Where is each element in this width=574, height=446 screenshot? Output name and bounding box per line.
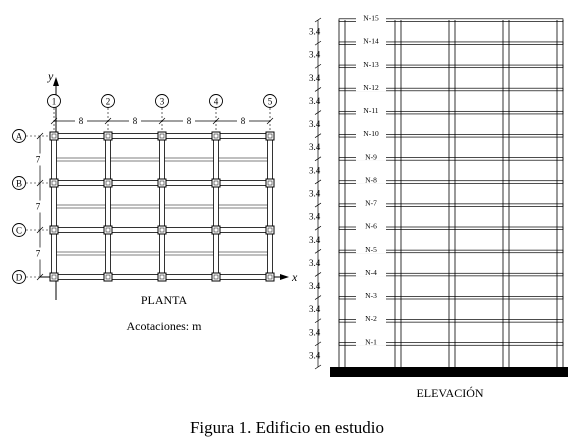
story-height-dimension: 3.4 (309, 96, 321, 106)
story-height-dimension: 3.4 (309, 281, 321, 291)
story-height-dimension: 3.4 (309, 350, 321, 360)
beam-y (267, 135, 273, 278)
floor-level-label: N-10 (363, 129, 379, 138)
column-axis-bubble (101, 94, 115, 108)
column-axis-label: 2 (106, 97, 111, 107)
plan-title: PLANTA (141, 293, 188, 307)
row-axis-bubble (12, 129, 26, 143)
story-height-dimension: 3.4 (309, 119, 321, 129)
story-height-dimension: 3.4 (309, 189, 321, 199)
beam-y (213, 135, 219, 278)
row-axis-bubble (12, 176, 26, 190)
plan-frame (49, 131, 275, 282)
elevation-story-dimensions: 3.4 3.4 3.4 3.4 3.4 3.4 3.4 3.4 3.4 3.4 3.4 3.4 3.4 3… (309, 17, 322, 370)
elevation-title: ELEVACIÓN (416, 386, 483, 400)
foundation-slab (330, 367, 568, 377)
floor-level-label: N-11 (363, 106, 378, 115)
row-axis-bubble (12, 270, 26, 284)
floor-level-label: N-5 (365, 245, 377, 254)
plan-axis-x-label: x (291, 270, 298, 284)
column-axis-label: 3 (160, 97, 165, 107)
story-height-dimension: 3.4 (309, 212, 321, 222)
bay-x-dimension: 8 (79, 116, 84, 126)
story-height-dimension: 3.4 (309, 142, 321, 152)
elevation-frame (338, 18, 564, 367)
floor-level-label: N-1 (365, 337, 377, 346)
floor-level-label: N-7 (365, 199, 377, 208)
column-axis-bubble (155, 94, 169, 108)
beam-y (51, 135, 57, 278)
row-axis-label: D (16, 273, 23, 283)
story-height-dimension: 3.4 (309, 27, 321, 37)
column-axis-label: 1 (52, 97, 57, 107)
bay-x-dimension: 8 (187, 116, 192, 126)
floor-level-label: N-12 (363, 83, 379, 92)
story-height-dimension: 3.4 (309, 258, 321, 268)
plan-axis-y-label: y (47, 69, 54, 83)
column-axis-bubble (47, 94, 61, 108)
floor-level-label: N-8 (365, 175, 377, 184)
story-height-dimension: 3.4 (309, 304, 321, 314)
story-height-dimension: 3.4 (309, 73, 321, 83)
column-axis-label: 4 (214, 97, 219, 107)
story-height-dimension: 3.4 (309, 327, 321, 337)
column-axis-bubble (209, 94, 223, 108)
beam-y (105, 135, 111, 278)
bay-x-dimension: 8 (133, 116, 138, 126)
floor-level-label: N-2 (365, 314, 377, 323)
floor-level-label: N-6 (365, 222, 377, 231)
column-axis-markers: 1 2 3 4 5 (47, 94, 277, 132)
elevation-view: 3.4 3.4 3.4 3.4 3.4 3.4 3.4 3.4 3.4 3.4 3.4 3.4 3.4 3… (309, 14, 568, 400)
row-axis-label: B (16, 179, 22, 189)
beam-y (159, 135, 165, 278)
bay-x-dimension: 8 (241, 116, 246, 126)
row-axis-label: A (16, 132, 23, 142)
bay-y-dimension: 7 (36, 202, 41, 212)
plan-view: y x 1 2 3 4 5 A B C D 8 8 8 8 7 7 7 PLANTA Acotacione… (12, 69, 298, 333)
floor-level-label: N-14 (363, 37, 379, 46)
story-height-dimension: 3.4 (309, 165, 321, 175)
bay-y-dimension: 7 (36, 155, 41, 165)
bay-y-dimension: 7 (36, 249, 41, 259)
column-axis-label: 5 (268, 97, 273, 107)
floor-level-label: N-13 (363, 60, 379, 69)
story-height-dimension: 3.4 (309, 235, 321, 245)
floor-level-label: N-9 (365, 152, 377, 161)
floor-level-label: N-15 (363, 14, 379, 23)
elevation-level-labels: N-1 N-2 N-3 N-4 N-5 N-6 N-7 N-8 N-9 N-10 N-11 N-12 N… (356, 14, 386, 346)
floor-level-label: N-4 (365, 268, 377, 277)
row-axis-label: C (16, 226, 22, 236)
figure-caption: Figura 1. Edificio en estudio (190, 418, 384, 437)
floor-level-label: N-3 (365, 291, 377, 300)
row-axis-markers: A B C D (12, 129, 50, 284)
plan-dimensions: 8 8 8 8 7 7 7 (33, 115, 274, 281)
row-axis-bubble (12, 223, 26, 237)
story-height-dimension: 3.4 (309, 50, 321, 60)
plan-units-note: Acotaciones: m (127, 319, 203, 333)
column-axis-bubble (263, 94, 277, 108)
